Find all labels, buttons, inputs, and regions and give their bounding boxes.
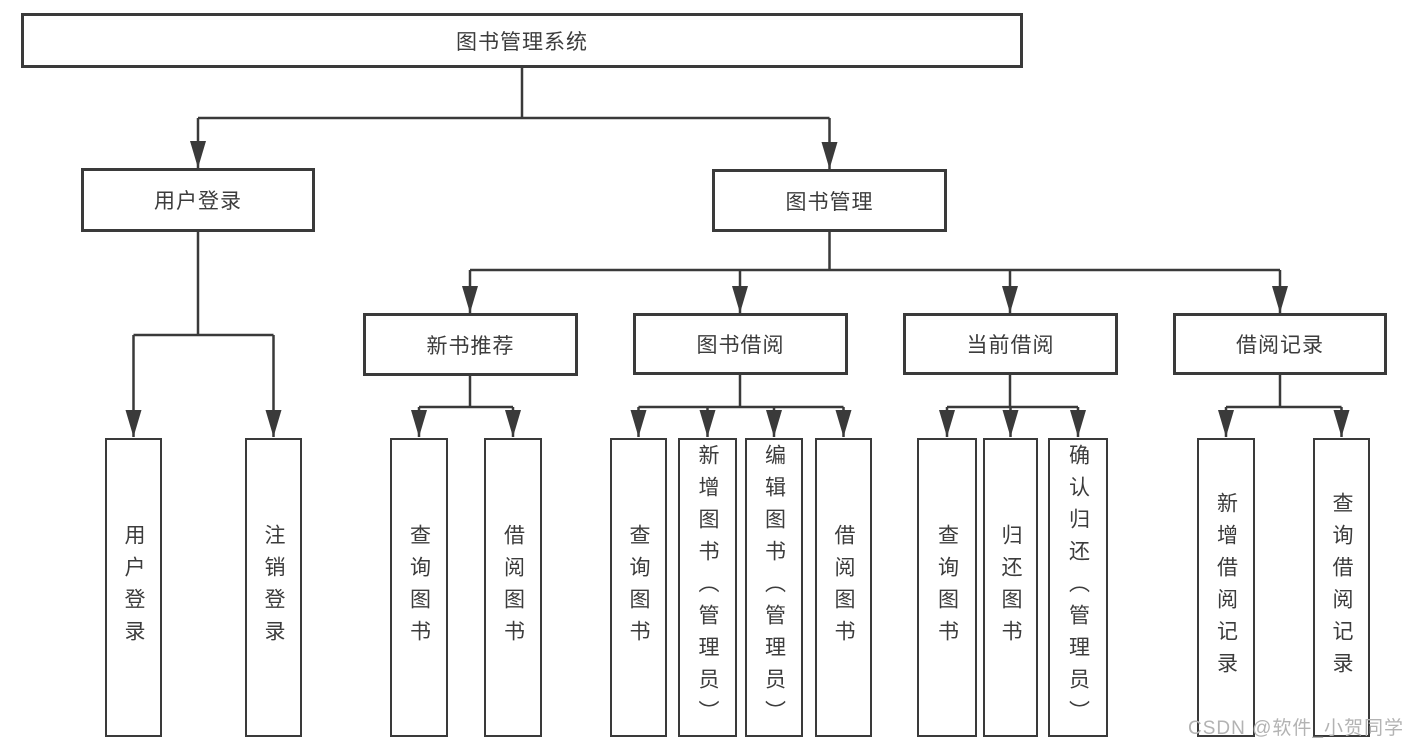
connector-root-to-level2	[196, 68, 831, 169]
leaf-borrow-books: 借阅图书	[815, 438, 872, 737]
arrowhead	[1002, 286, 1018, 313]
connector-borrow-children	[637, 375, 845, 437]
arrowhead	[732, 286, 748, 313]
leaf-label: 编辑图书（管理员）	[762, 443, 786, 732]
connector-user-login-children	[132, 232, 275, 437]
leaf-label: 新增借阅记录	[1214, 491, 1238, 684]
leaf-return-books: 归还图书	[983, 438, 1038, 737]
leaf-label: 查询图书	[407, 523, 431, 652]
leaf-label: 用户登录	[122, 523, 145, 652]
arrowhead	[265, 410, 282, 437]
leaf-query-books-current: 查询图书	[917, 438, 977, 737]
csdn-watermark: CSDN @软件_小贺同学	[1188, 718, 1404, 739]
leaf-confirm-return-admin: 确认归还（管理员）	[1048, 438, 1108, 737]
arrowhead	[699, 410, 716, 437]
leaf-label: 注销登录	[262, 523, 285, 652]
arrowhead	[1333, 410, 1350, 437]
arrowhead	[1002, 410, 1019, 437]
node-user-login: 用户登录	[81, 168, 315, 232]
arrowhead	[766, 410, 782, 437]
leaf-borrow-books-recommend: 借阅图书	[484, 438, 542, 737]
leaf-query-books-recommend: 查询图书	[390, 438, 448, 737]
node-current-borrow: 当前借阅	[903, 313, 1118, 375]
leaf-label: 借阅图书	[832, 523, 855, 652]
arrowhead	[1218, 410, 1234, 437]
arrowhead	[1272, 286, 1288, 313]
node-root-library-system: 图书管理系统	[21, 13, 1023, 68]
leaf-label: 查询借阅记录	[1330, 491, 1353, 684]
arrowhead	[939, 410, 955, 437]
arrowhead	[125, 410, 142, 437]
connector-records-children	[1224, 375, 1343, 437]
arrowhead	[821, 142, 838, 169]
leaf-label: 查询图书	[627, 523, 650, 652]
leaf-add-borrow-record: 新增借阅记录	[1197, 438, 1255, 737]
leaf-logout: 注销登录	[245, 438, 302, 737]
arrowhead	[505, 410, 521, 437]
leaf-query-borrow-record: 查询借阅记录	[1313, 438, 1370, 737]
leaf-label: 查询图书	[935, 523, 959, 652]
node-borrow-records: 借阅记录	[1173, 313, 1387, 375]
leaf-label: 归还图书	[999, 523, 1022, 652]
leaf-user-login: 用户登录	[105, 438, 162, 737]
arrowhead	[1070, 410, 1086, 437]
leaf-label: 新增图书（管理员）	[696, 443, 719, 732]
leaf-edit-books-admin: 编辑图书（管理员）	[745, 438, 803, 737]
leaf-label: 确认归还（管理员）	[1066, 443, 1090, 732]
arrowhead	[835, 410, 852, 437]
node-new-book-recommend: 新书推荐	[363, 313, 578, 376]
connector-book-management-children	[468, 232, 1282, 313]
node-book-management: 图书管理	[712, 169, 947, 232]
arrowhead	[411, 410, 427, 437]
arrowhead	[462, 286, 478, 313]
leaf-query-books-borrow: 查询图书	[610, 438, 667, 737]
arrowhead	[190, 141, 206, 168]
arrowhead	[630, 410, 647, 437]
connector-new-book-children	[417, 376, 515, 437]
leaf-label: 借阅图书	[501, 523, 525, 652]
leaf-add-books-admin: 新增图书（管理员）	[678, 438, 737, 737]
node-book-borrow: 图书借阅	[633, 313, 848, 375]
